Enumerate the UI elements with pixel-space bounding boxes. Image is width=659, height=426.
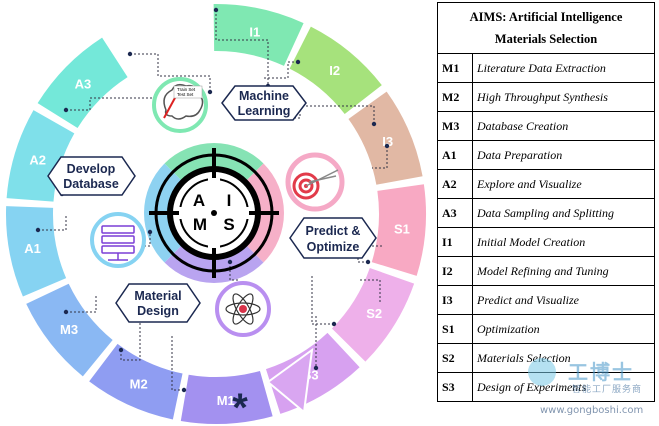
cycle-arrow-head: [266, 347, 314, 414]
legend-label: Predict and Visualize: [472, 285, 655, 315]
ring-segment-m1: [180, 370, 273, 424]
legend-code: I2: [437, 256, 473, 286]
legend-title: AIMS: Artificial Intelligence Materials …: [437, 2, 655, 54]
machine-learning-line1: Machine: [239, 89, 289, 103]
ring-label-m1: M1: [217, 393, 235, 408]
callout-develop-database: Develop Database: [47, 156, 136, 196]
legend-code: I1: [437, 227, 473, 257]
ring-label-i3: I3: [382, 134, 393, 149]
asterisk-marker: *: [232, 386, 248, 426]
legend-code: S3: [437, 372, 473, 402]
brain-icon: Train Set Test Set: [152, 77, 208, 133]
ring-label-m2: M2: [130, 377, 148, 392]
watermark-url: www.gongboshi.com: [540, 405, 644, 416]
legend-label: Database Creation: [472, 111, 655, 141]
center-letter-m: M: [193, 215, 207, 234]
watermark-tagline: 智能工厂服务商: [572, 385, 643, 395]
process-ring: [5, 3, 426, 424]
ring-segment-m2: [89, 343, 183, 420]
legend-code: S1: [437, 314, 473, 344]
predict-optimize-line2: Optimize: [307, 240, 360, 254]
ring-label-a3: A3: [75, 76, 92, 91]
legend-title-line2: Materials Selection: [494, 32, 598, 46]
develop-database-line1: Develop: [67, 162, 116, 176]
material-design-line1: Material: [134, 289, 181, 303]
database-icon: [90, 212, 146, 268]
legend-label: Initial Model Creation: [472, 227, 655, 257]
material-design-line2: Design: [137, 304, 179, 318]
ring-label-a1: A1: [24, 241, 41, 256]
legend-table: AIMS: Artificial Intelligence Materials …: [437, 2, 655, 402]
test-set-label: Test Set: [177, 92, 194, 97]
watermark-logo-icon: [528, 358, 556, 386]
ring-segment-i2: [289, 26, 382, 114]
train-set-label: Train Set: [177, 87, 196, 92]
legend-code: A3: [437, 198, 473, 228]
ring-label-i2: I2: [329, 63, 340, 78]
legend-label: Explore and Visualize: [472, 169, 655, 199]
legend-label: Data Sampling and Splitting: [472, 198, 655, 228]
ring-label-s2: S2: [366, 306, 382, 321]
legend-label: Literature Data Extraction: [472, 53, 655, 83]
legend-code: S2: [437, 343, 473, 373]
callout-machine-learning: Machine Learning: [221, 85, 307, 121]
legend-label: Design of Experiments: [472, 372, 655, 402]
legend-label: High Throughput Synthesis: [472, 82, 655, 112]
callout-material-design: Material Design: [115, 283, 201, 323]
ring-segment-i3: [348, 91, 423, 185]
ring-segment-a1: [5, 206, 67, 297]
legend-code: M3: [437, 111, 473, 141]
atom-icon: [215, 281, 271, 337]
center-letter-s: S: [223, 215, 234, 234]
callout-predict-optimize: Predict & Optimize: [289, 217, 377, 259]
legend-header-row: AIMS: Artificial Intelligence Materials …: [437, 2, 655, 54]
ring-label-a2: A2: [29, 152, 46, 167]
legend-label: Model Refining and Tuning: [472, 256, 655, 286]
watermark-brand: 工博士: [568, 360, 634, 384]
center-letter-a: A: [193, 191, 205, 210]
ring-segment-m3: [26, 283, 113, 377]
center-letter-i: I: [227, 191, 232, 210]
develop-database-line2: Database: [63, 177, 119, 191]
legend-label: Optimization: [472, 314, 655, 344]
legend-code: M2: [437, 82, 473, 112]
legend-code: A2: [437, 169, 473, 199]
legend-label: Data Preparation: [472, 140, 655, 170]
legend-code: A1: [437, 140, 473, 170]
ring-segment-s1: [371, 184, 426, 276]
crosshair-icon: [149, 148, 279, 278]
ring-segment-a2: [6, 110, 75, 202]
watermark: 工博士 智能工厂服务商: [528, 356, 656, 400]
legend-title-line1: AIMS: Artificial Intelligence: [469, 10, 623, 24]
machine-learning-line2: Learning: [238, 104, 291, 118]
ring-label-i1: I1: [249, 25, 260, 40]
target-icon: [285, 152, 345, 212]
ring-segment-i1: [213, 3, 304, 66]
legend-code: I3: [437, 285, 473, 315]
legend-code: M1: [437, 53, 473, 83]
ring-label-m3: M3: [60, 322, 78, 337]
ring-label-s1: S1: [394, 222, 410, 237]
ring-segment-a3: [37, 37, 128, 128]
ring-segment-s2: [331, 268, 415, 362]
predict-optimize-line1: Predict &: [306, 224, 361, 238]
